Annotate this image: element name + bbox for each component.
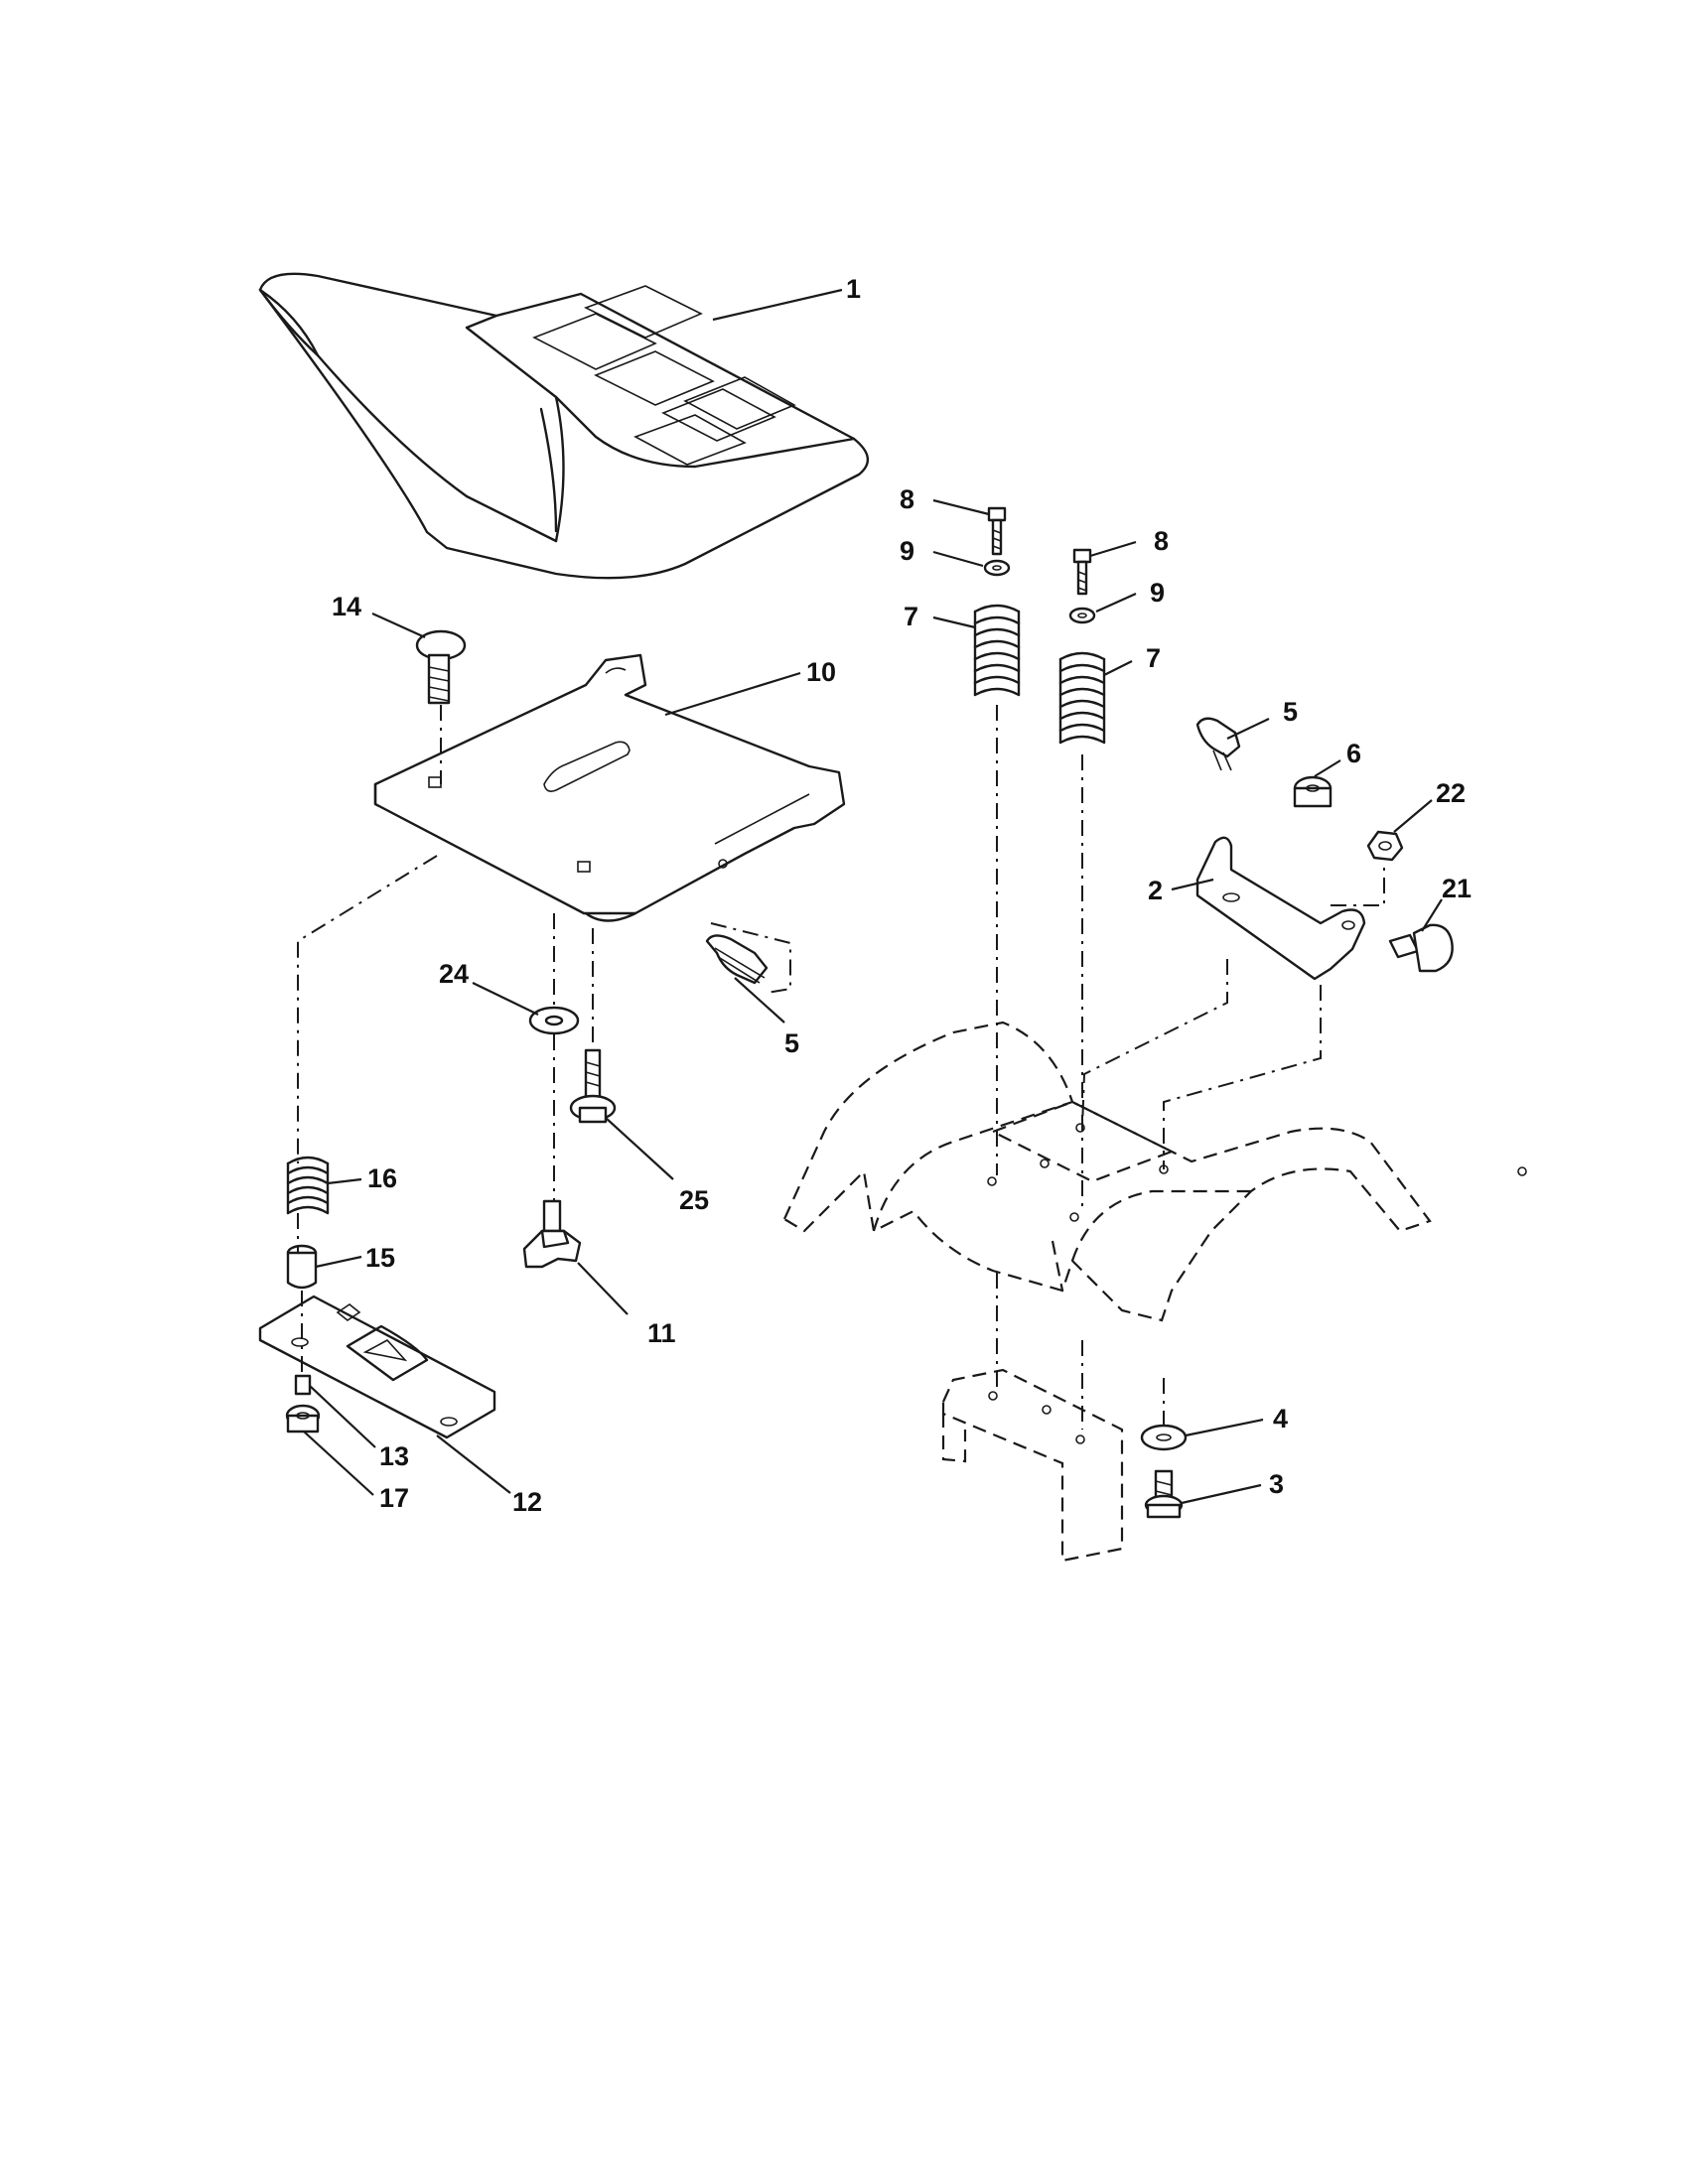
callout-24: 24	[439, 959, 469, 989]
carriage-bolt-part-14	[415, 629, 467, 705]
shoulder-bolt-part-25	[569, 1048, 617, 1124]
callout-5-right: 5	[1283, 697, 1298, 727]
callout-11: 11	[647, 1318, 676, 1348]
bolt-part-8-left	[987, 506, 1007, 556]
nut-part-6	[1293, 775, 1333, 808]
callout-4: 4	[1273, 1404, 1288, 1433]
knob-part-11	[522, 1199, 582, 1269]
callout-1: 1	[846, 274, 861, 304]
washer-part-9-left	[983, 559, 1011, 577]
callout-labels: 1 10 14 8 9 7 8 9 7 5 6 22 2 21 24 5 16 …	[332, 274, 1472, 1517]
callout-7-left: 7	[904, 602, 918, 631]
washer-part-4	[1140, 1424, 1188, 1451]
spring-part-7-left	[973, 604, 1021, 697]
bolt-part-8-right	[1072, 548, 1092, 596]
callout-9-right: 9	[1150, 578, 1165, 608]
callout-9-left: 9	[900, 536, 914, 566]
spacer-part-15	[286, 1244, 318, 1290]
adjust-plate-part-12	[258, 1295, 496, 1439]
seat-pan-part-10	[373, 653, 846, 922]
clip-part-5-right	[1195, 717, 1241, 771]
spring-part-16	[286, 1156, 330, 1215]
callout-16: 16	[367, 1163, 397, 1193]
callout-17: 17	[379, 1483, 409, 1513]
callout-22: 22	[1436, 778, 1466, 808]
bracket-part-2	[1195, 836, 1366, 981]
bolt-part-3	[1144, 1469, 1184, 1519]
callout-12: 12	[512, 1487, 542, 1517]
callout-25: 25	[679, 1185, 709, 1215]
callout-3: 3	[1269, 1469, 1284, 1499]
seat-part-1	[258, 272, 869, 580]
fender-outline	[782, 1021, 1527, 1322]
callout-7-right: 7	[1146, 643, 1161, 673]
leader-lines	[303, 288, 1443, 1505]
spring-part-7-right	[1058, 651, 1106, 745]
callout-6: 6	[1346, 739, 1361, 768]
nut-part-17	[285, 1404, 321, 1433]
callout-21: 21	[1442, 874, 1472, 903]
nut-part-22	[1366, 830, 1404, 862]
callout-5-left: 5	[784, 1028, 799, 1058]
callout-10: 10	[806, 657, 836, 687]
washer-part-24	[528, 1006, 580, 1035]
callout-15: 15	[365, 1243, 395, 1273]
bolt-part-13	[294, 1374, 312, 1396]
bolt-part-21	[1388, 923, 1454, 973]
frame-mount-outline	[941, 1368, 1124, 1563]
callout-13: 13	[379, 1441, 409, 1471]
callout-8-left: 8	[900, 484, 914, 514]
alignment-guides	[297, 705, 1385, 1430]
callout-14: 14	[332, 592, 361, 621]
washer-part-9-right	[1068, 607, 1096, 624]
callout-8-right: 8	[1154, 526, 1169, 556]
clip-part-5-left	[705, 934, 769, 985]
callout-2: 2	[1148, 876, 1163, 905]
